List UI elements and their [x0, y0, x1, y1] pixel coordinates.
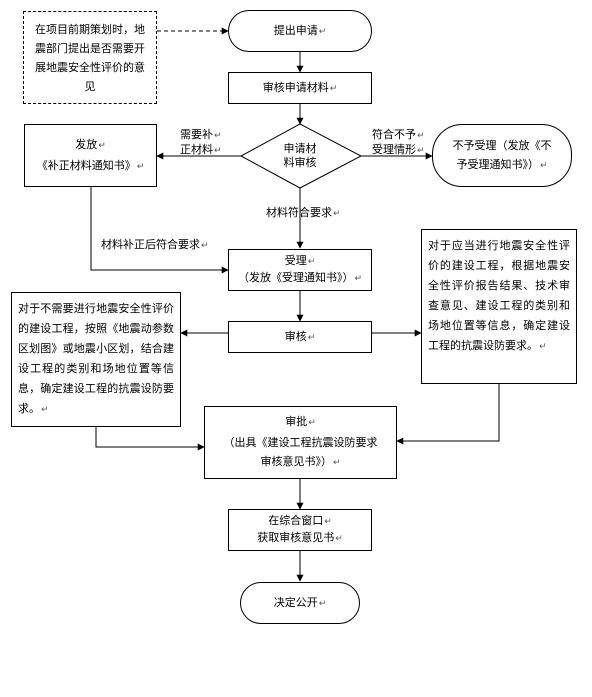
arrow-right-to-approve: [396, 384, 500, 445]
decision-line-1: 申请材: [283, 142, 317, 155]
node-submit-text: 提出申请: [273, 23, 318, 37]
node-review-material: 审核申请材料↵: [228, 72, 372, 104]
node-right-note: 对于应当进行地震安全性评价的建设工程，根据地震安全性评价报告结果、技术审查意见、…: [421, 229, 577, 384]
node-reject: 不予受理（发放《不 予受理通知书》）↵: [432, 124, 572, 187]
node-review-material-text: 审核申请材料: [262, 80, 329, 94]
label-need-supplement: 需要补↵ 正材料↵: [180, 128, 222, 156]
arrow-issue-to-accept: [90, 187, 229, 274]
node-right-note-text: 对于应当进行地震安全性评价的建设工程，根据地震安全性评价报告结果、技术审查意见、…: [428, 239, 570, 352]
node-obtain-line-1: 在综合窗口: [268, 514, 324, 527]
label-meets-requirements: 材料符合要求↵: [266, 206, 341, 219]
node-left-note: 对于不需要进行地震安全性评价的建设工程，按照《地震动参数区划图》或地震小区划，结…: [11, 292, 181, 427]
note-top-text: 在项目前期策划时，地震部门提出是否需要开展地震安全性评价的意见: [35, 22, 145, 93]
node-obtain: 在综合窗口↵ 获取审核意见书↵: [228, 509, 372, 551]
node-obtain-line-2: 获取审核意见书: [257, 531, 335, 544]
node-approve-line-1: 审批: [285, 415, 308, 428]
decision-line-2: 料审核: [283, 156, 317, 169]
node-approve-line-2: （出具《建设工程抗震设防要求: [223, 436, 378, 449]
node-accept-line-2: （发放《受理通知书》）: [237, 271, 354, 284]
node-left-note-text: 对于不需要进行地震安全性评价的建设工程，按照《地震动参数区划图》或地震小区划，结…: [18, 302, 174, 415]
node-submit: 提出申请↵: [228, 10, 372, 52]
arrow-left-to-approve: [95, 427, 205, 451]
node-publish: 决定公开↵: [240, 582, 360, 624]
node-accept: 受理↵ （发放《受理通知书》）↵: [228, 249, 372, 291]
node-issue-line-1: 发放: [75, 137, 98, 151]
label-not-accept: 符合不予↵ 受理情形↵: [372, 128, 425, 156]
label-after-supplement: 材料补正后符合要求↵: [101, 238, 209, 251]
note-top: 在项目前期策划时，地震部门提出是否需要开展地震安全性评价的意见: [23, 11, 157, 104]
node-reject-line-1: 不予受理（发放《不: [452, 138, 552, 152]
node-approve: 审批↵ （出具《建设工程抗震设防要求 审核意见书》）↵: [204, 406, 397, 479]
node-publish-text: 决定公开: [273, 595, 318, 609]
decision-label: 申请材 料审核: [266, 142, 334, 170]
node-approve-line-3: 审核意见书》）: [260, 455, 332, 468]
node-issue-supplement: 发放↵ 《补正材料通知书》↵: [24, 124, 157, 187]
node-audit: 审核↵: [228, 321, 372, 353]
node-reject-line-2: 予受理通知书》）: [456, 157, 539, 171]
node-accept-line-1: 受理: [284, 254, 307, 267]
node-issue-line-2: 《补正材料通知书》: [36, 158, 136, 172]
node-audit-text: 审核: [284, 329, 307, 343]
